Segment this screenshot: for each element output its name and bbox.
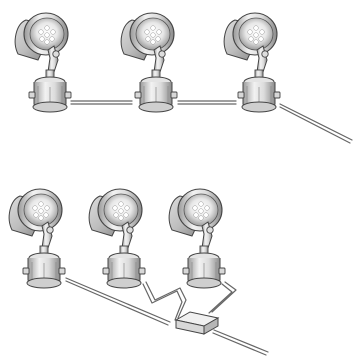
junction-box-icon bbox=[175, 311, 219, 335]
bottom-feed-cable bbox=[213, 329, 269, 353]
bottom-group bbox=[8, 188, 269, 356]
bottom-spotlight-2 bbox=[88, 188, 146, 289]
bottom-cable-2b bbox=[142, 283, 183, 321]
top-feed-cable bbox=[279, 103, 353, 141]
bottom-cable-1b bbox=[65, 280, 169, 326]
top-feed-cable-b bbox=[279, 106, 351, 144]
bottom-cable-3b bbox=[208, 283, 233, 314]
bottom-cable-1 bbox=[65, 277, 171, 323]
top-spotlight-3 bbox=[223, 12, 281, 113]
bottom-cable-2 bbox=[145, 281, 187, 319]
top-spotlight-2 bbox=[120, 12, 178, 113]
bottom-feed-cable-b bbox=[212, 332, 267, 356]
top-group bbox=[14, 12, 353, 144]
top-spotlight-1 bbox=[14, 12, 72, 113]
bottom-spotlight-1 bbox=[8, 188, 66, 289]
bottom-cable-3 bbox=[211, 281, 237, 313]
bottom-spotlight-3 bbox=[168, 188, 226, 289]
